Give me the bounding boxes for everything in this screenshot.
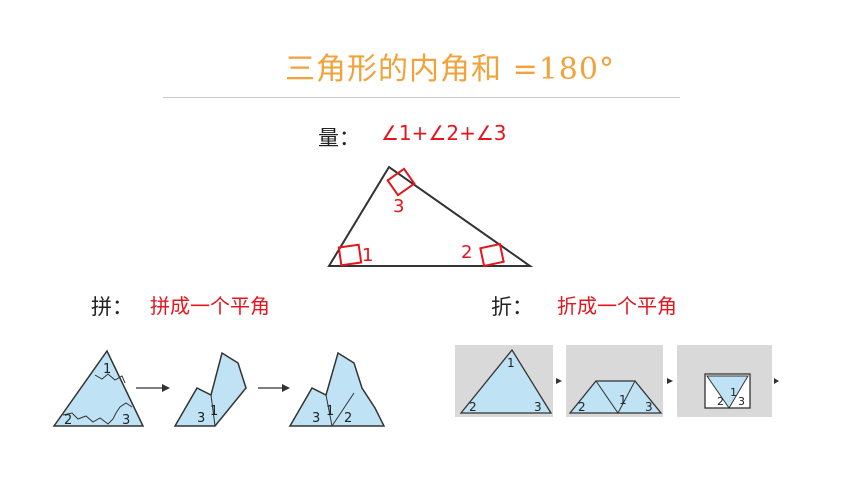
arrow-icon bbox=[136, 384, 170, 392]
piece-step-1: 1 2 3 bbox=[52, 349, 145, 428]
arrow-icon bbox=[667, 378, 673, 384]
svg-text:1: 1 bbox=[730, 386, 737, 399]
angle-1-label: 1 bbox=[362, 245, 373, 266]
svg-text:2: 2 bbox=[344, 411, 352, 426]
svg-text:1: 1 bbox=[210, 404, 218, 419]
svg-text:2: 2 bbox=[578, 400, 586, 414]
angle-1-marker bbox=[337, 243, 363, 267]
piece-steps-diagram: 1 2 3 3 1 3 1 2 bbox=[52, 349, 386, 428]
angle-2-marker bbox=[479, 242, 505, 268]
piece-step-3: 3 1 2 bbox=[288, 351, 386, 427]
main-triangle bbox=[327, 165, 534, 267]
fold-step-1: 1 2 3 bbox=[455, 345, 553, 417]
fold-text: 折成一个平角 bbox=[557, 294, 677, 318]
angle-2-label: 2 bbox=[461, 242, 472, 263]
svg-text:3: 3 bbox=[645, 400, 653, 414]
measure-expression: ∠1+∠2+∠3 bbox=[381, 121, 507, 145]
svg-text:2: 2 bbox=[469, 400, 477, 414]
svg-text:3: 3 bbox=[122, 413, 130, 428]
angle-3-label: 3 bbox=[393, 196, 404, 217]
svg-text:3: 3 bbox=[312, 411, 320, 426]
page-title: 三角形的内角和 =180° bbox=[285, 52, 615, 87]
svg-text:3: 3 bbox=[534, 400, 542, 414]
main-triangle-diagram: 1 2 3 bbox=[327, 165, 534, 268]
piece-label: 拼： bbox=[91, 295, 133, 319]
svg-text:2: 2 bbox=[717, 395, 724, 408]
arrow-icon bbox=[774, 378, 779, 384]
svg-text:3: 3 bbox=[738, 395, 745, 408]
fold-label: 折： bbox=[491, 295, 533, 319]
svg-text:1: 1 bbox=[103, 362, 111, 377]
piece-step-2: 3 1 bbox=[173, 351, 247, 427]
arrow-icon bbox=[556, 378, 562, 384]
angle-3-marker bbox=[386, 167, 416, 197]
fold-step-3: 1 2 3 bbox=[677, 345, 772, 417]
svg-text:1: 1 bbox=[507, 356, 515, 370]
fold-step-2: 1 2 3 bbox=[566, 345, 663, 417]
arrow-icon bbox=[258, 384, 290, 392]
svg-text:3: 3 bbox=[197, 411, 205, 426]
svg-text:1: 1 bbox=[326, 404, 334, 419]
title-divider bbox=[163, 97, 680, 98]
piece-text: 拼成一个平角 bbox=[150, 294, 270, 318]
fold-steps-diagram: 1 2 3 1 2 3 1 2 3 bbox=[455, 345, 779, 417]
svg-text:2: 2 bbox=[64, 413, 72, 428]
svg-text:1: 1 bbox=[619, 393, 627, 407]
measure-label: 量： bbox=[318, 126, 360, 150]
